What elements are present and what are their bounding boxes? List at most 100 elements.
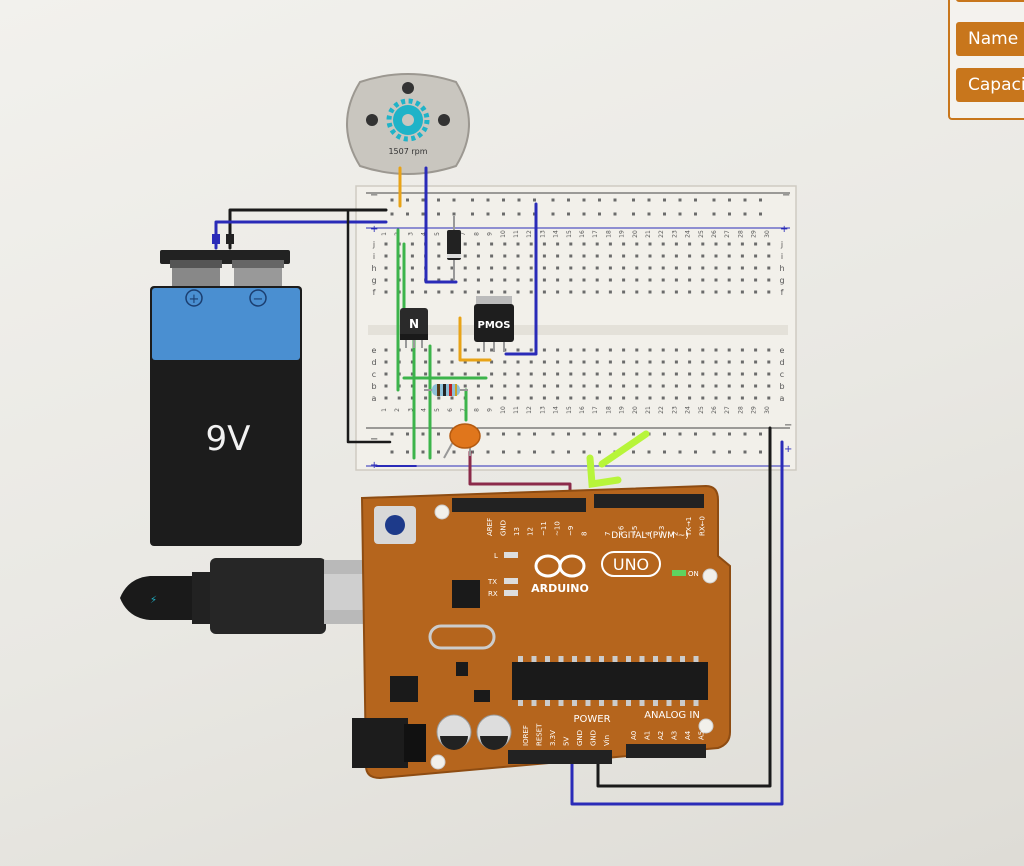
breadboard-hole[interactable] [608, 360, 612, 364]
breadboard-hole[interactable] [701, 242, 705, 246]
rail-hole[interactable] [613, 432, 617, 436]
breadboard-hole[interactable] [582, 242, 586, 246]
rail-hole[interactable] [678, 450, 682, 454]
breadboard-hole[interactable] [582, 278, 586, 282]
properties-panel[interactable]: Name Capaci [948, 0, 1024, 120]
breadboard-hole[interactable] [661, 242, 665, 246]
rail-hole[interactable] [502, 432, 505, 436]
rail-hole[interactable] [421, 450, 425, 454]
breadboard-hole[interactable] [529, 242, 533, 246]
breadboard-hole[interactable] [740, 290, 744, 294]
breadboard-hole[interactable] [595, 278, 599, 282]
rail-hole[interactable] [759, 198, 762, 202]
rail-hole[interactable] [582, 450, 586, 454]
breadboard-hole[interactable] [476, 278, 480, 282]
breadboard-hole[interactable] [529, 396, 533, 400]
breadboard-hole[interactable] [529, 348, 533, 352]
rail-hole[interactable] [533, 198, 536, 202]
breadboard-hole[interactable] [384, 396, 388, 400]
breadboard-hole[interactable] [542, 242, 546, 246]
breadboard-hole[interactable] [384, 384, 388, 388]
breadboard-hole[interactable] [635, 254, 639, 258]
breadboard-hole[interactable] [622, 266, 626, 270]
breadboard-hole[interactable] [556, 360, 560, 364]
breadboard-hole[interactable] [701, 266, 705, 270]
breadboard-hole[interactable] [661, 348, 665, 352]
rail-hole[interactable] [759, 432, 762, 436]
rail-hole[interactable] [743, 450, 747, 454]
rail-hole[interactable] [743, 212, 747, 216]
breadboard-hole[interactable] [714, 278, 718, 282]
rail-hole[interactable] [613, 198, 617, 202]
breadboard-hole[interactable] [674, 254, 678, 258]
breadboard-hole[interactable] [384, 348, 388, 352]
breadboard-hole[interactable] [463, 360, 467, 364]
rail-hole[interactable] [421, 212, 425, 216]
breadboard-hole[interactable] [450, 290, 454, 294]
rail-hole[interactable] [471, 212, 474, 216]
breadboard-hole[interactable] [635, 266, 639, 270]
battery-9v[interactable]: + − 9V [150, 250, 302, 546]
breadboard-hole[interactable] [648, 254, 652, 258]
rail-hole[interactable] [567, 450, 570, 454]
breadboard-hole[interactable] [384, 242, 388, 246]
breadboard-hole[interactable] [582, 372, 586, 376]
breadboard-hole[interactable] [608, 278, 612, 282]
breadboard-hole[interactable] [384, 278, 388, 282]
rail-hole[interactable] [437, 450, 440, 454]
capacitor[interactable] [443, 423, 481, 459]
wires[interactable] [212, 166, 784, 806]
dc-motor[interactable]: 1507 rpm [346, 73, 470, 175]
breadboard-hole[interactable] [608, 242, 612, 246]
breadboard-hole[interactable] [529, 384, 533, 388]
breadboard-hole[interactable] [714, 290, 718, 294]
breadboard-hole[interactable] [503, 266, 507, 270]
rail-hole[interactable] [759, 212, 762, 216]
breadboard-hole[interactable] [516, 254, 520, 258]
rail-hole[interactable] [759, 450, 762, 454]
breadboard-hole[interactable] [490, 290, 494, 294]
breadboard-hole[interactable] [556, 384, 560, 388]
rail-hole[interactable] [533, 450, 536, 454]
breadboard-hole[interactable] [424, 290, 428, 294]
breadboard-hole[interactable] [701, 372, 705, 376]
diode[interactable] [447, 216, 461, 280]
breadboard-hole[interactable] [740, 372, 744, 376]
breadboard-hole[interactable] [595, 348, 599, 352]
breadboard-hole[interactable] [740, 254, 744, 258]
rail-hole[interactable] [390, 450, 394, 454]
rail-hole[interactable] [551, 432, 555, 436]
breadboard-hole[interactable] [714, 242, 718, 246]
breadboard-hole[interactable] [608, 290, 612, 294]
breadboard-hole[interactable] [542, 290, 546, 294]
breadboard-hole[interactable] [727, 384, 731, 388]
breadboard-hole[interactable] [767, 384, 771, 388]
rail-hole[interactable] [694, 432, 697, 436]
breadboard-hole[interactable] [503, 242, 507, 246]
rail-hole[interactable] [502, 450, 505, 454]
breadboard-hole[interactable] [701, 348, 705, 352]
rail-hole[interactable] [551, 212, 555, 216]
breadboard-hole[interactable] [490, 360, 494, 364]
rail-hole[interactable] [663, 198, 666, 202]
rail-hole[interactable] [694, 450, 697, 454]
breadboard-hole[interactable] [754, 254, 758, 258]
breadboard-hole[interactable] [727, 278, 731, 282]
rail-hole[interactable] [632, 212, 635, 216]
breadboard-hole[interactable] [767, 348, 771, 352]
breadboard-hole[interactable] [727, 266, 731, 270]
breadboard-hole[interactable] [569, 360, 573, 364]
rail-hole[interactable] [567, 212, 570, 216]
breadboard-hole[interactable] [476, 348, 480, 352]
breadboard-hole[interactable] [608, 254, 612, 258]
rail-hole[interactable] [406, 198, 409, 202]
breadboard-hole[interactable] [542, 266, 546, 270]
breadboard-hole[interactable] [595, 384, 599, 388]
breadboard-hole[interactable] [437, 360, 441, 364]
breadboard-hole[interactable] [688, 384, 692, 388]
breadboard-hole[interactable] [476, 384, 480, 388]
breadboard-hole[interactable] [463, 290, 467, 294]
breadboard-hole[interactable] [463, 254, 467, 258]
breadboard-hole[interactable] [727, 242, 731, 246]
breadboard-hole[interactable] [767, 396, 771, 400]
